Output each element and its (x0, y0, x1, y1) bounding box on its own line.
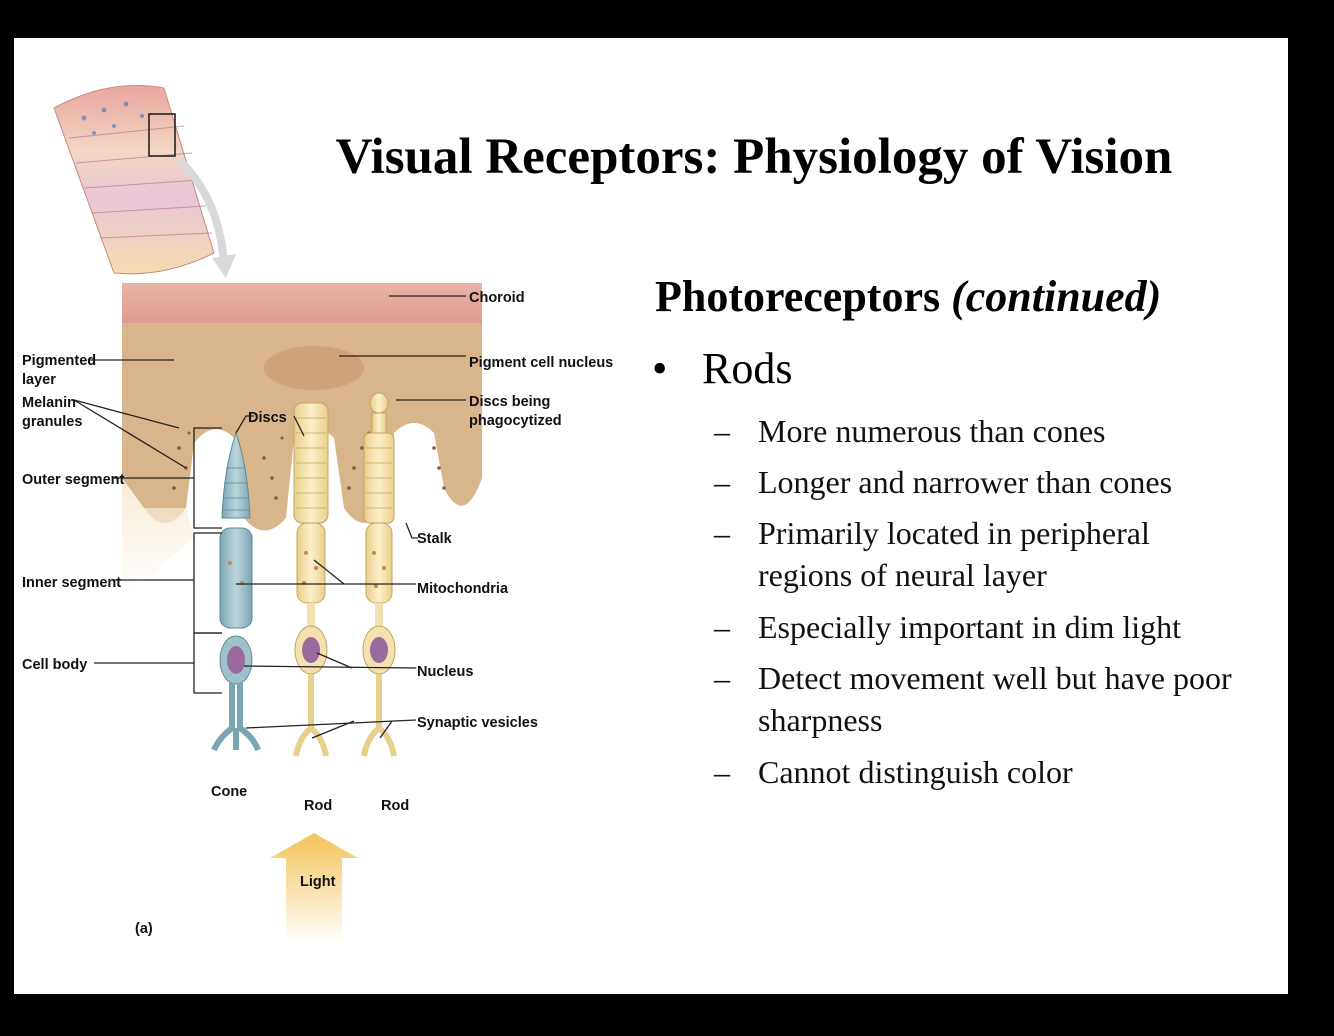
label-pigmented-layer-1: Pigmented (22, 353, 96, 369)
rod-cell-2 (361, 392, 397, 757)
dash-symbol: – (714, 609, 730, 645)
sub-bullet-6: –Cannot distinguish color (714, 751, 1238, 793)
sub-bullet-text: More numerous than cones (758, 413, 1106, 449)
cone-cell (211, 431, 261, 752)
slide-title: Visual Receptors: Physiology of Vision (335, 129, 1173, 185)
sub-bullet-1: –More numerous than cones (714, 410, 1238, 452)
photoreceptor-diagram: Choroid Pigment cell nucleus Discs being… (22, 85, 613, 943)
label-pigment-cell-nucleus: Pigment cell nucleus (469, 355, 613, 371)
bullet-symbol: • (652, 344, 668, 393)
label-rod-1: Rod (304, 798, 332, 814)
sub-bullet-5: –Detect movement well but have poor shar… (714, 657, 1238, 741)
label-choroid: Choroid (469, 290, 525, 306)
sub-bullet-text: Cannot distinguish color (758, 754, 1073, 790)
label-melanin-1: Melanin (22, 395, 76, 411)
label-light: Light (300, 874, 336, 890)
light-arrow (270, 833, 358, 943)
sub-bullet-text: Primarily located in peripheral regions … (758, 515, 1150, 593)
label-cone: Cone (211, 784, 247, 800)
dash-symbol: – (714, 464, 730, 500)
sub-bullet-text: Especially important in dim light (758, 609, 1182, 645)
label-discs: Discs (248, 410, 287, 426)
sub-bullet-text: Detect movement well but have poor sharp… (758, 660, 1232, 738)
label-cell-body: Cell body (22, 657, 87, 673)
subtitle-main: Photoreceptors (655, 272, 952, 321)
dash-symbol: – (714, 754, 730, 790)
dash-symbol: – (714, 413, 730, 449)
label-discs-phagocytized-1: Discs being (469, 394, 550, 410)
label-melanin-2: granules (22, 414, 82, 430)
label-mitochondria: Mitochondria (417, 581, 509, 597)
mitochondria-dots (228, 551, 386, 588)
bullet-label: Rods (702, 344, 793, 393)
sub-bullet-text: Longer and narrower than cones (758, 464, 1173, 500)
label-nucleus: Nucleus (417, 664, 473, 680)
dash-symbol: – (714, 660, 730, 696)
subtitle-italic: (continued) (951, 272, 1162, 321)
dash-symbol: – (714, 515, 730, 551)
bullet-rods: • Rods (652, 343, 792, 394)
sub-bullet-3: –Primarily located in peripheral regions… (714, 512, 1238, 596)
retina-inset (53, 85, 236, 278)
label-discs-phagocytized-2: phagocytized (469, 413, 562, 429)
label-outer-segment: Outer segment (22, 472, 124, 488)
rod-cell-1 (293, 402, 329, 757)
sub-bullet-2: –Longer and narrower than cones (714, 461, 1238, 503)
label-pigmented-layer-2: layer (22, 372, 56, 388)
label-panel-a: (a) (135, 921, 153, 937)
label-rod-2: Rod (381, 798, 409, 814)
slide: Choroid Pigment cell nucleus Discs being… (14, 38, 1288, 994)
label-stalk: Stalk (417, 531, 453, 547)
label-inner-segment: Inner segment (22, 575, 121, 591)
slide-subtitle: Photoreceptors (continued) (655, 271, 1161, 322)
sub-bullet-4: –Especially important in dim light (714, 606, 1278, 648)
leader-lines (73, 295, 466, 739)
label-synaptic-vesicles: Synaptic vesicles (417, 715, 538, 731)
